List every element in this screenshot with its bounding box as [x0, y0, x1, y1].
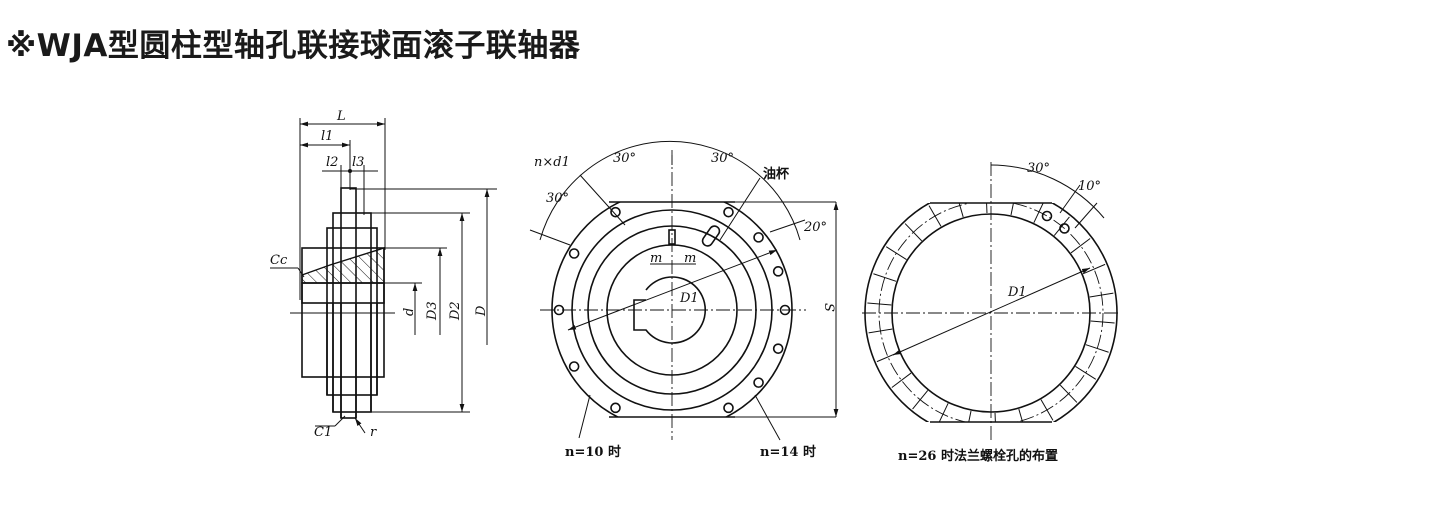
bolt-position-tick: [891, 372, 912, 388]
bolt-position-tick: [968, 410, 972, 422]
bolt-position-tick: [1082, 263, 1106, 275]
bolt-position-tick: [1053, 216, 1070, 236]
bolt-hole: [568, 248, 580, 259]
dim-D1: D1: [1007, 285, 1027, 300]
bolt-hole: [772, 343, 784, 354]
dim-m-right: m: [684, 251, 696, 266]
bolt-position-tick: [994, 412, 996, 422]
bolt-position-tick: [958, 203, 964, 218]
bolt-hole: [753, 232, 764, 243]
bolt-position-tick: [885, 246, 907, 260]
angle-30: 30°: [1027, 161, 1050, 176]
bolt-position-tick: [1070, 238, 1091, 254]
bolt-hole: [753, 377, 764, 388]
bolt-position-tick: [867, 302, 892, 306]
dim-m-left: m: [650, 251, 662, 266]
bolt-position-tick: [868, 328, 893, 334]
bolt-hole: [610, 402, 621, 414]
dim-D: D: [474, 305, 489, 317]
bolt-hole: [779, 304, 791, 316]
bolt-position-tick: [1090, 320, 1115, 324]
bolt-hole: [723, 206, 734, 218]
bolt-position-tick: [1033, 203, 1044, 223]
label-n-d1: n×d1: [534, 155, 570, 170]
dim-l1: l1: [321, 129, 333, 144]
side-view: L l1 l2 l3 Cc C1 r d D3 D2 D: [270, 109, 497, 440]
bolt-position-tick: [1010, 203, 1014, 216]
flange-bolt-layout-view: 30° 10° D1 n=26 时法兰螺栓孔的布置: [862, 161, 1120, 464]
bolt-hole: [1041, 210, 1053, 222]
dim-l3: l3: [352, 155, 364, 170]
oil-cup-label: 油杯: [763, 166, 790, 182]
label-C1: C1: [314, 425, 332, 440]
dim-D2: D2: [448, 301, 463, 321]
bolt-position-tick: [1059, 384, 1078, 403]
dim-D1: D1: [679, 291, 699, 306]
bolt-position-tick: [912, 390, 929, 410]
bolt-position-tick: [876, 351, 900, 363]
caption-n10: n=10 时: [565, 444, 621, 460]
angle-30-left: 30°: [613, 151, 636, 166]
bolt-position-tick: [1018, 408, 1024, 422]
bolt-hole: [723, 402, 734, 414]
bolt-hole: [553, 304, 565, 316]
label-Cc: Cc: [270, 253, 288, 268]
caption-n26: n=26 时法兰螺栓孔的布置: [898, 448, 1058, 464]
bolt-position-tick: [986, 203, 988, 214]
bolt-position-tick: [938, 403, 949, 422]
bolt-position-tick: [904, 223, 923, 242]
front-view: n×d1 30° 30° 30° 20° 油杯 m m D1 S n=10 时 …: [529, 140, 839, 460]
dim-d: d: [402, 308, 417, 316]
dim-l2: l2: [326, 155, 338, 170]
bolt-position-tick: [1089, 292, 1114, 298]
dim-D3: D3: [425, 301, 440, 321]
dim-L: L: [336, 109, 346, 124]
bolt-position-tick: [873, 273, 897, 282]
angle-30-right: 30°: [711, 151, 734, 166]
bolt-position-tick: [1085, 344, 1109, 353]
bolt-hole: [568, 361, 580, 372]
angle-30-side: 30°: [546, 191, 569, 206]
dim-S: S: [821, 303, 836, 312]
label-r: r: [370, 425, 377, 440]
bolt-hole: [610, 206, 621, 218]
bolt-hole: [1059, 223, 1070, 234]
bolt-position-tick: [1075, 366, 1097, 380]
caption-n14: n=14 时: [760, 444, 816, 460]
bolt-hole: [772, 266, 784, 277]
bolt-position-tick: [928, 205, 942, 227]
angle-10: 10°: [1078, 179, 1101, 194]
page-title: ※WJA型圆柱型轴孔联接球面滚子联轴器: [6, 28, 581, 64]
bolt-position-tick: [1040, 399, 1054, 421]
angle-20: 20°: [803, 220, 827, 235]
